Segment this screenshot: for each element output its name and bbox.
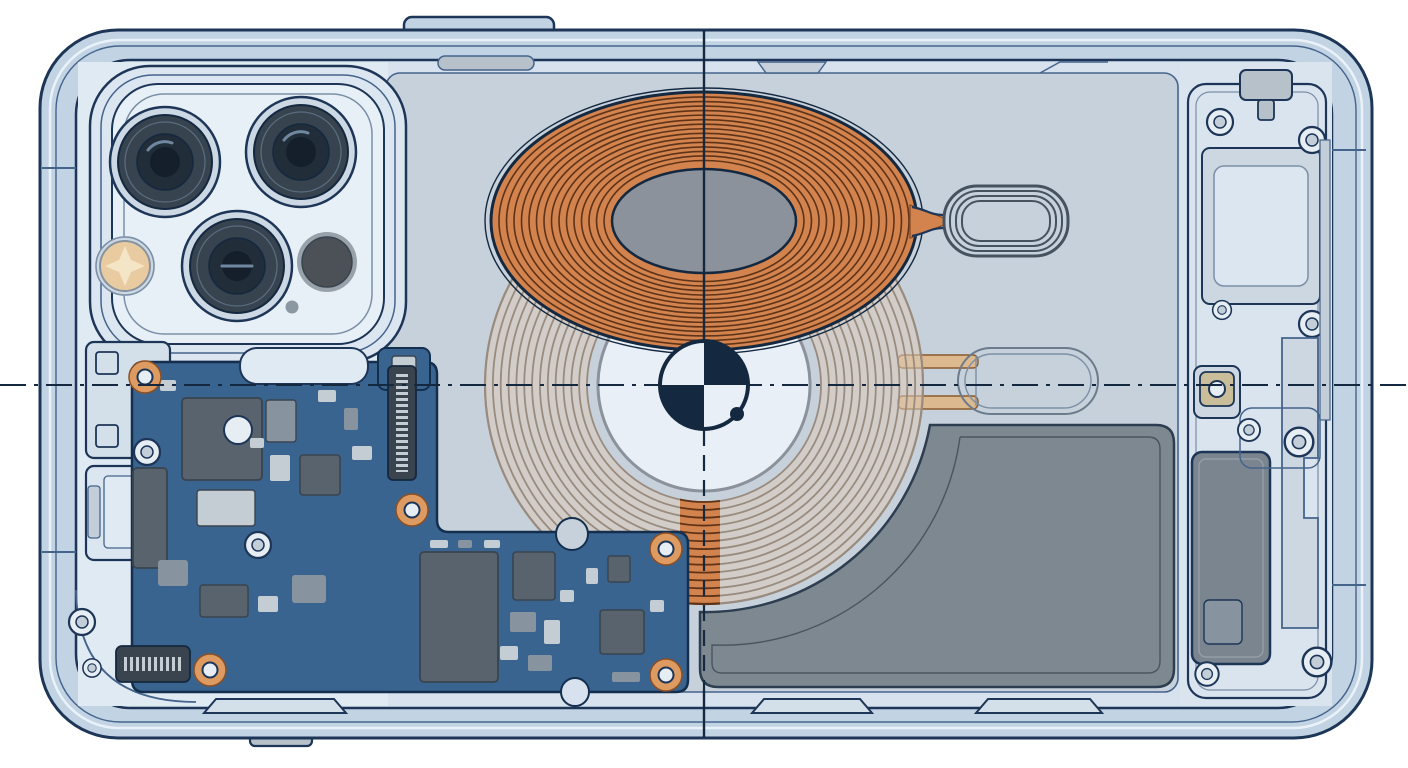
lens-tele [180, 209, 294, 323]
screw-pad [128, 360, 162, 394]
flash [95, 236, 155, 296]
battery [698, 423, 1176, 689]
stadium-outline [957, 347, 1099, 415]
camera-module [88, 64, 408, 364]
corner-screw-small [82, 658, 102, 678]
taptic-engine [1190, 450, 1272, 666]
microphone-hole [285, 300, 299, 314]
screw-pad [193, 653, 227, 687]
board-screw [132, 437, 162, 467]
registration-mark [658, 339, 750, 431]
right-assembly [1186, 69, 1333, 700]
antenna-seam-lines [42, 149, 1366, 586]
bottom-trim-tabs [201, 698, 1105, 714]
corner-screw [67, 607, 97, 637]
screw-pad [395, 493, 429, 527]
lens-wide [244, 95, 358, 209]
logic-board [115, 347, 690, 694]
screw-pad [649, 532, 683, 566]
lidar-sensor-icon [297, 232, 357, 292]
screw-pad [649, 658, 683, 692]
plate-top-step [1039, 61, 1108, 74]
mute-switch-slot [437, 55, 535, 71]
board-screw [243, 530, 273, 560]
lens-ultrawide [108, 105, 222, 219]
lower-board [193, 517, 683, 707]
coil-pull-tab [909, 184, 1070, 258]
plate-top-notch [756, 61, 828, 74]
